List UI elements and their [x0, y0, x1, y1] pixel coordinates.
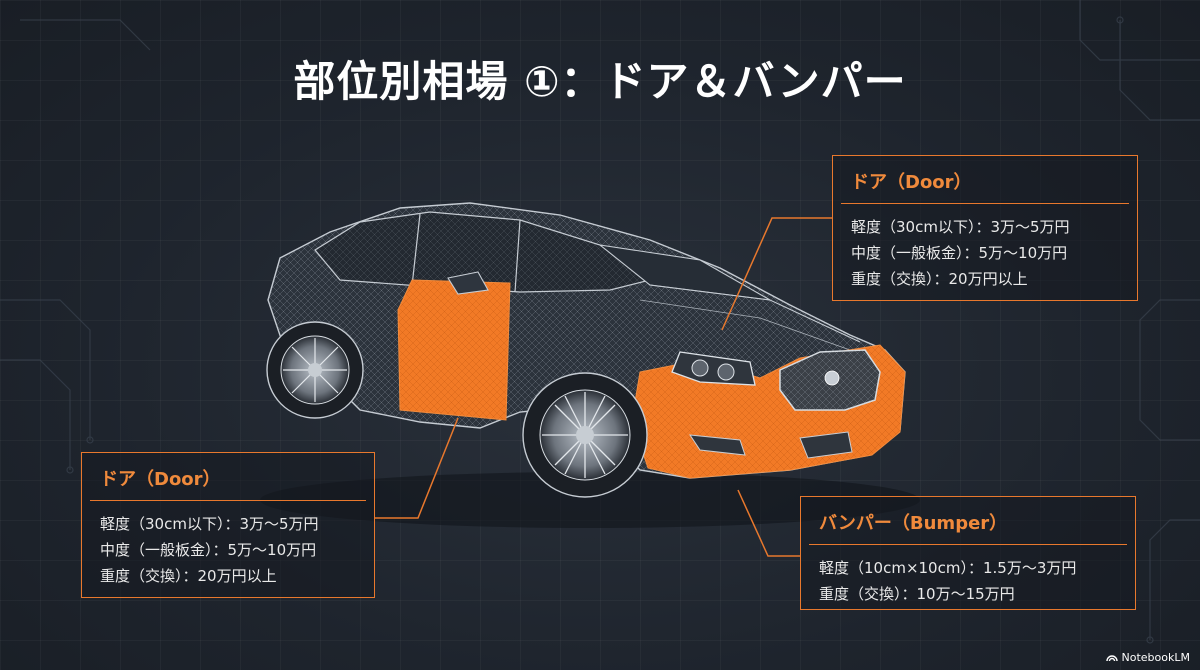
price-row-medium: 中度（一般板金）：5万〜10万円 [100, 541, 317, 559]
callout-heading: バンパー（Bumper） [809, 497, 1127, 545]
price-row-heavy: 重度（交換）：10万〜15万円 [819, 585, 1015, 603]
price-row-light: 軽度（10cm×10cm）：1.5万〜3万円 [819, 559, 1077, 577]
leader-door-left [375, 417, 459, 519]
notebooklm-logo-icon [1105, 654, 1118, 661]
page-title: 部位別相場 ①：ドア＆バンパー [293, 57, 907, 106]
price-row-light: 軽度（30cm以下）：3万〜5万円 [851, 218, 1070, 236]
callout-door-top-right: ドア（Door） 軽度（30cm以下）：3万〜5万円 中度（一般板金）：5万〜1… [832, 155, 1138, 301]
callout-door-bottom-left: ドア（Door） 軽度（30cm以下）：3万〜5万円 中度（一般板金）：5万〜1… [81, 452, 375, 598]
callout-heading: ドア（Door） [841, 156, 1129, 204]
callout-bumper: バンパー（Bumper） 軽度（10cm×10cm）：1.5万〜3万円 重度（交… [800, 496, 1136, 610]
leader-bumper [737, 489, 800, 557]
leader-door-right [721, 217, 832, 331]
price-row-heavy: 重度（交換）：20万円以上 [851, 270, 1028, 288]
brand-label: NotebookLM [1121, 651, 1190, 664]
notebooklm-watermark: NotebookLM [1105, 651, 1190, 664]
price-row-light: 軽度（30cm以下）：3万〜5万円 [100, 515, 319, 533]
callout-heading: ドア（Door） [90, 453, 366, 501]
price-row-medium: 中度（一般板金）：5万〜10万円 [851, 244, 1068, 262]
price-row-heavy: 重度（交換）：20万円以上 [100, 567, 277, 585]
